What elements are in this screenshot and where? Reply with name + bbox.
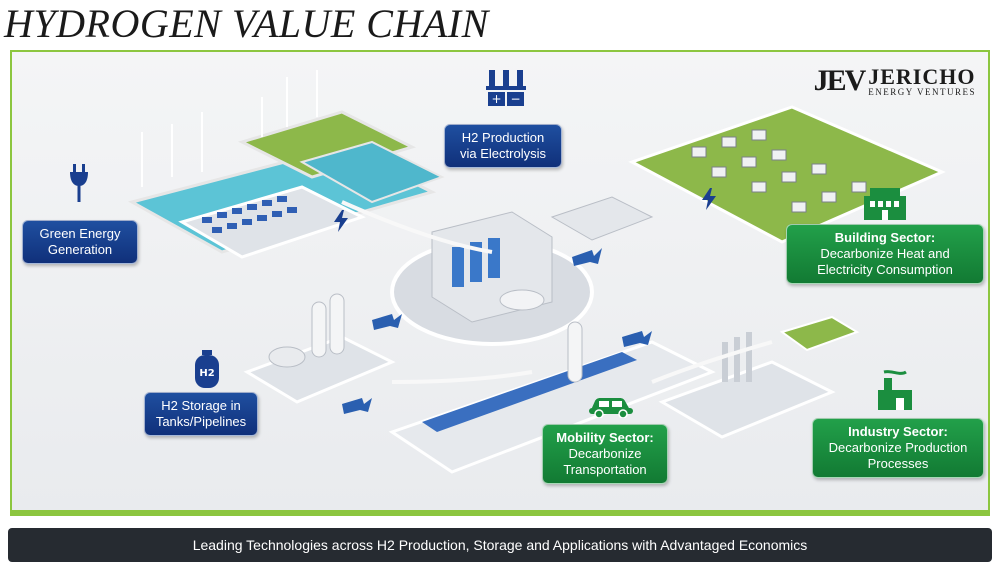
building-sector-label: Building Sector: Decarbonize Heat and El… <box>786 224 984 284</box>
electrolyzer-icon: + − <box>486 70 526 106</box>
h2-tank-icon: H2 <box>195 350 219 388</box>
value-chain-illustration <box>128 70 946 474</box>
building-sector-line2: Electricity Consumption <box>817 262 953 277</box>
lightning-icon <box>702 188 716 210</box>
logo-text: JERICHO ENERGY VENTURES <box>868 63 976 97</box>
industry-sector-line2: Processes <box>867 456 929 471</box>
h2-storage-label: H2 Storage in Tanks/Pipelines <box>144 392 258 436</box>
h2-production-label: H2 Production via Electrolysis <box>444 124 562 168</box>
h2-production-line2: via Electrolysis <box>460 146 546 161</box>
plug-leaf-icon <box>70 164 88 202</box>
building-sector-heading: Building Sector: <box>834 230 936 245</box>
mobility-sector-heading: Mobility Sector: <box>556 430 654 445</box>
svg-text:−: − <box>510 92 520 106</box>
mobility-sector-line1: Decarbonize <box>568 446 642 461</box>
svg-text:+: + <box>491 92 501 106</box>
mobility-sector-label: Mobility Sector: Decarbonize Transportat… <box>542 424 668 484</box>
h2-storage-line2: Tanks/Pipelines <box>155 414 247 429</box>
footer-banner: Leading Technologies across H2 Productio… <box>8 528 992 562</box>
h2-storage-line1: H2 Storage in <box>161 398 241 413</box>
svg-text:H2: H2 <box>199 368 214 379</box>
building-icon <box>864 188 906 220</box>
green-energy-label: Green Energy Generation <box>22 220 138 264</box>
company-logo: JEV JERICHO ENERGY VENTURES <box>814 64 976 98</box>
lightning-icon <box>334 210 348 232</box>
mobility-sector-line2: Transportation <box>563 462 647 477</box>
building-sector-line1: Decarbonize Heat and <box>820 246 950 261</box>
car-icon <box>589 398 633 418</box>
value-chain-diagram: JEV JERICHO ENERGY VENTURES + − H2 <box>10 50 990 516</box>
factory-icon <box>878 370 912 410</box>
industry-sector-line1: Decarbonize Production <box>828 440 968 455</box>
h2-production-line1: H2 Production <box>461 130 545 145</box>
industry-sector-label: Industry Sector: Decarbonize Production … <box>812 418 984 478</box>
green-energy-line1: Green Energy <box>39 226 121 241</box>
green-energy-line2: Generation <box>47 242 113 257</box>
logo-mark: JEV <box>813 64 867 97</box>
logo-name: JERICHO <box>868 63 976 89</box>
logo-subtitle: ENERGY VENTURES <box>868 86 976 97</box>
page-title: HYDROGEN VALUE CHAIN <box>4 1 489 46</box>
industry-sector-heading: Industry Sector: <box>848 424 948 439</box>
